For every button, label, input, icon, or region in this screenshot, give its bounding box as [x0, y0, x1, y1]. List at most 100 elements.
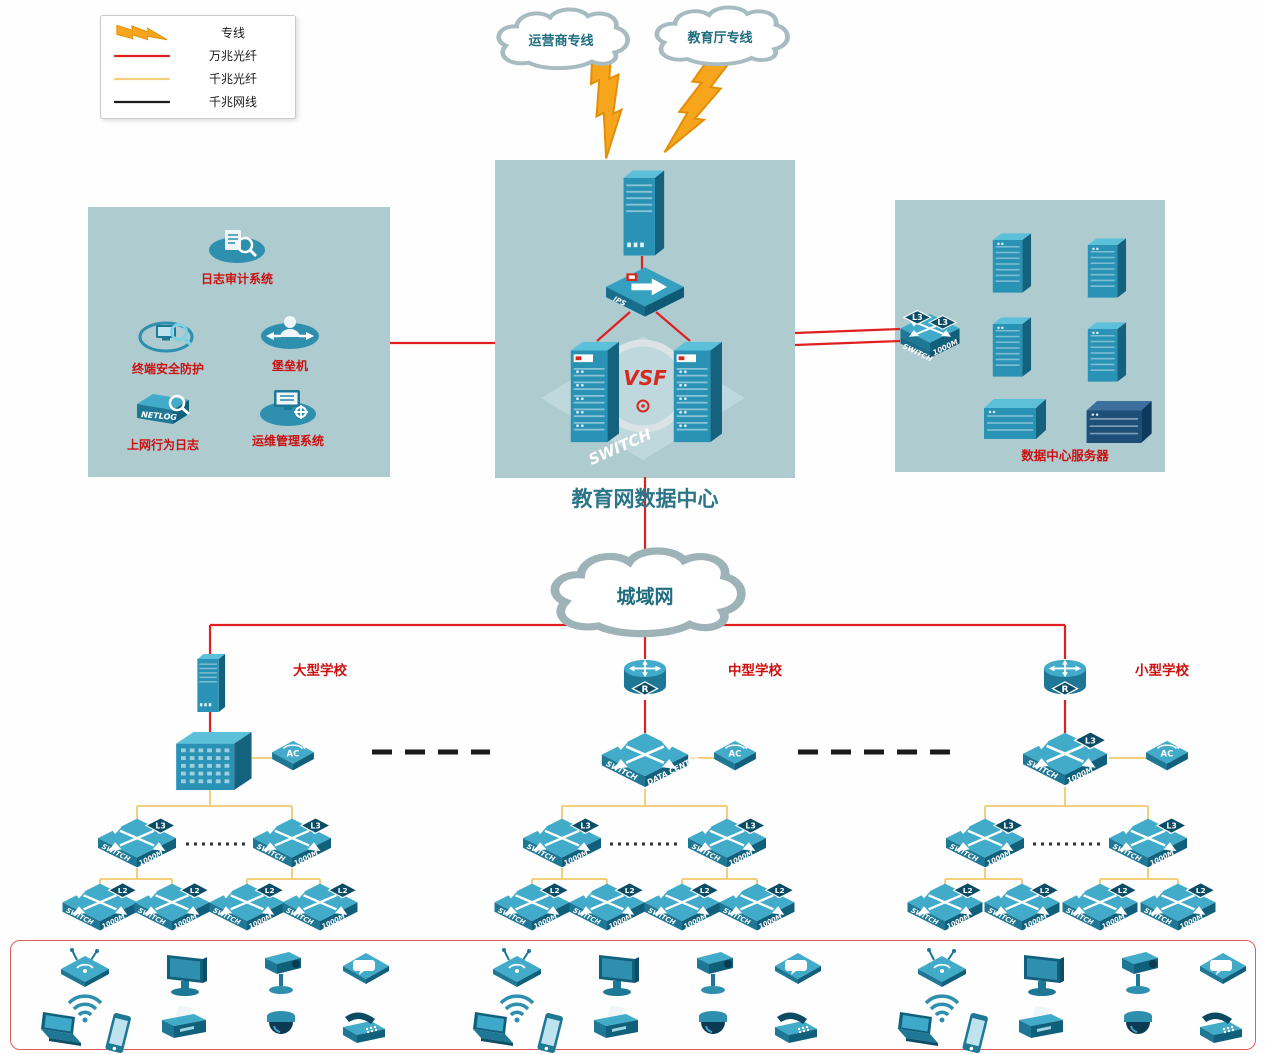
smartphone-icon[interactable]: [103, 1012, 133, 1054]
desktop-monitor-icon[interactable]: [595, 953, 643, 997]
netlog-icon[interactable]: NETLOG: [131, 388, 195, 434]
desktop-monitor-icon[interactable]: [1020, 953, 1068, 997]
ptz-camera-icon[interactable]: [259, 948, 305, 998]
switch-badge: L2: [338, 886, 348, 895]
laptop-icon[interactable]: [35, 1010, 85, 1050]
ptz-camera-icon[interactable]: [1116, 948, 1162, 998]
wireless-ap-icon[interactable]: [491, 948, 543, 988]
legend-label: 千兆网线: [208, 95, 257, 109]
datacenter-rack-server[interactable]: [1082, 401, 1152, 443]
switch-badge: L2: [118, 886, 128, 895]
cloud-label: 城域网: [616, 586, 674, 608]
printer-icon[interactable]: [158, 1004, 210, 1048]
desktop-monitor-icon[interactable]: [163, 953, 211, 997]
wireless-ap-icon[interactable]: [916, 948, 968, 988]
im-chat-icon[interactable]: [773, 951, 823, 989]
school-core-chassis[interactable]: [168, 732, 252, 790]
router-badge: R: [642, 685, 649, 695]
core-switch-stack-right[interactable]: [668, 340, 722, 444]
telephone-icon[interactable]: [1194, 1009, 1246, 1049]
line-swatch-red: [111, 47, 181, 65]
cloud-label: 教育厅专线: [687, 31, 753, 46]
core-switch-stack-left[interactable]: [565, 340, 619, 444]
im-chat-icon[interactable]: [341, 951, 391, 989]
smartphone-icon[interactable]: [535, 1012, 565, 1054]
cloud-carrier-line[interactable]: 运营商专线: [487, 6, 635, 74]
wifi-signal-icon[interactable]: [495, 989, 539, 1023]
school-router[interactable]: R: [621, 657, 669, 701]
legend-item: 专线: [111, 21, 285, 44]
telephone-icon[interactable]: [337, 1009, 389, 1049]
telephone-icon[interactable]: [769, 1009, 821, 1049]
log-audit-icon[interactable]: [205, 222, 269, 268]
smartphone-icon[interactable]: [960, 1012, 990, 1054]
dome-camera-icon[interactable]: [261, 1006, 301, 1046]
datacenter-server-tower[interactable]: [1083, 321, 1127, 383]
vsf-label: VSF: [623, 366, 667, 390]
laptop-icon[interactable]: [467, 1010, 517, 1050]
switch-badge: L3: [580, 821, 590, 830]
core-firewall-tower[interactable]: [618, 168, 666, 258]
printer-icon[interactable]: [1015, 1004, 1067, 1048]
datacenter-rack-server[interactable]: [980, 399, 1046, 439]
security-item-label: 运维管理系统: [251, 434, 324, 448]
school-router[interactable]: R: [1041, 657, 1089, 701]
endpoint-protection-icon[interactable]: [136, 312, 200, 358]
im-chat-icon[interactable]: [1198, 951, 1248, 989]
ips-appliance[interactable]: IPS: [606, 267, 684, 317]
legend-label: 专线: [220, 26, 245, 40]
datacenter-server-tower[interactable]: [988, 316, 1032, 378]
netlog-text: NETLOG: [141, 410, 178, 422]
wireless-controller[interactable]: AC: [712, 739, 758, 777]
cloud-education-line[interactable]: 教育厅专线: [645, 4, 795, 70]
switch-badge: L2: [1040, 886, 1050, 895]
legend-label: 万兆光纤: [208, 49, 257, 63]
ac-label: AC: [729, 750, 742, 760]
switch-badge: L2: [963, 886, 973, 895]
printer-icon[interactable]: [590, 1004, 642, 1048]
ptz-camera-icon[interactable]: [691, 948, 737, 998]
legend: 专线万兆光纤千兆光纤千兆网线: [100, 15, 296, 119]
switch-badge: L3: [745, 821, 755, 830]
datacenter-server-tower[interactable]: [988, 232, 1032, 294]
wifi-signal-icon[interactable]: [920, 989, 964, 1023]
dome-camera-icon[interactable]: [693, 1006, 733, 1046]
bastion-host-icon[interactable]: [258, 309, 322, 355]
switch-badge: L2: [700, 886, 710, 895]
switch-badge: L2: [265, 886, 275, 895]
wireless-controller[interactable]: AC: [1144, 739, 1190, 777]
datacenter-server-tower[interactable]: [1083, 237, 1127, 299]
wifi-signal-icon[interactable]: [63, 989, 107, 1023]
wireless-controller[interactable]: AC: [270, 739, 316, 777]
laptop-icon[interactable]: [892, 1010, 942, 1050]
dome-camera-icon[interactable]: [1118, 1006, 1158, 1046]
cloud-man[interactable]: 城域网: [538, 546, 752, 642]
wireless-ap-icon[interactable]: [59, 948, 111, 988]
ops-management-icon[interactable]: [256, 384, 320, 430]
switch-badge: L2: [1118, 886, 1128, 895]
school-firewall-tower[interactable]: [188, 654, 232, 712]
switch-badge: L3: [912, 313, 923, 322]
